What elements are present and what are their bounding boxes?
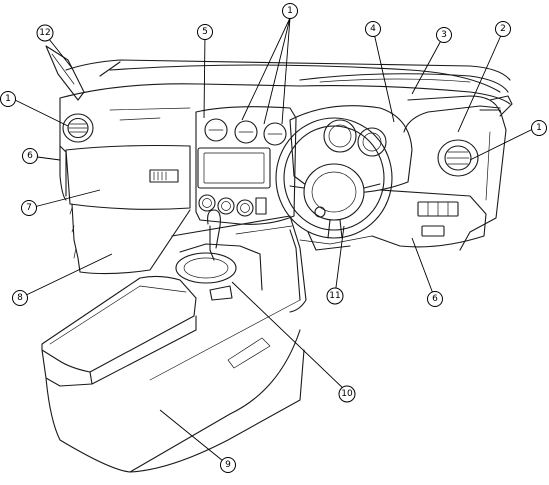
svg-text:8: 8 bbox=[17, 293, 23, 303]
dashboard-upper-panel bbox=[59, 83, 513, 201]
knee-panel bbox=[289, 229, 351, 301]
center-stack bbox=[195, 106, 297, 225]
right-dash-panel bbox=[459, 109, 507, 251]
svg-text:1: 1 bbox=[536, 123, 542, 133]
svg-text:4: 4 bbox=[370, 24, 376, 34]
callout-2: 2 bbox=[495, 21, 511, 37]
svg-text:9: 9 bbox=[225, 460, 231, 470]
svg-text:1: 1 bbox=[287, 6, 293, 16]
callout-10: 10 bbox=[338, 385, 356, 403]
callout-6-right: 6 bbox=[427, 291, 443, 307]
center-console bbox=[171, 215, 307, 313]
callout-6-left: 6 bbox=[22, 148, 38, 164]
left-a-pillar bbox=[45, 45, 85, 101]
callout-9: 9 bbox=[220, 457, 236, 473]
callout-1-left: 1 bbox=[0, 91, 16, 107]
svg-text:3: 3 bbox=[441, 30, 447, 40]
windshield-frame bbox=[65, 59, 511, 93]
left-side-panel bbox=[59, 145, 67, 197]
callout-5: 5 bbox=[197, 24, 213, 40]
callout-8: 8 bbox=[12, 290, 28, 306]
svg-text:1: 1 bbox=[5, 94, 11, 104]
callout-1-right: 1 bbox=[531, 120, 547, 136]
callout-7: 7 bbox=[21, 200, 37, 216]
callout-1-top: 1 bbox=[282, 3, 298, 19]
steering-wheel bbox=[275, 117, 393, 239]
callout-4: 4 bbox=[365, 21, 381, 37]
svg-text:6: 6 bbox=[27, 151, 33, 161]
glove-box bbox=[65, 144, 191, 210]
svg-text:12: 12 bbox=[39, 28, 50, 38]
svg-text:5: 5 bbox=[202, 27, 208, 37]
right-air-vent bbox=[403, 105, 501, 177]
svg-text:7: 7 bbox=[26, 203, 32, 213]
svg-text:10: 10 bbox=[341, 389, 353, 399]
top-cover-panel bbox=[299, 73, 509, 93]
armrest-console-box bbox=[41, 275, 305, 473]
svg-text:2: 2 bbox=[500, 24, 506, 34]
lower-left-panel bbox=[69, 203, 191, 275]
gear-shift bbox=[175, 209, 237, 284]
callout-11: 11 bbox=[326, 287, 344, 305]
svg-text:6: 6 bbox=[432, 294, 438, 304]
callout-3: 3 bbox=[436, 27, 452, 43]
left-air-vent bbox=[62, 113, 94, 143]
leader-lines bbox=[14, 17, 536, 466]
right-lower-panel bbox=[299, 189, 487, 248]
callout-12: 12 bbox=[36, 24, 54, 42]
svg-text:11: 11 bbox=[329, 291, 340, 301]
